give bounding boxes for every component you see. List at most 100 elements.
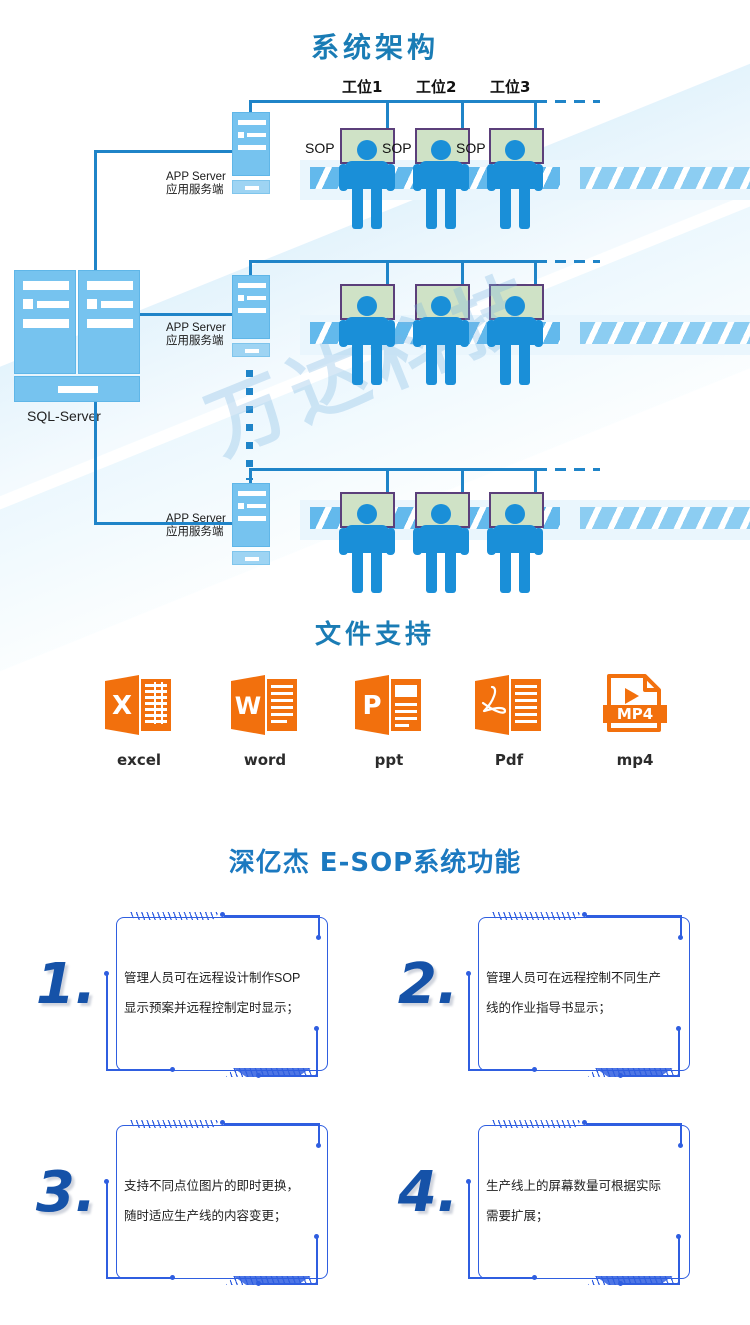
app-server-row1-label: APP Server 应用服务端 — [166, 171, 246, 197]
row3-drop-3 — [534, 468, 537, 496]
powerpoint-icon: P — [314, 665, 464, 745]
svg-text:X: X — [112, 691, 132, 721]
sql-server-tower-right — [78, 270, 140, 374]
conveyor-belt-row3-ext — [580, 507, 750, 529]
row1-drop-3 — [534, 100, 537, 128]
row3-drop-2 — [461, 468, 464, 496]
feature-card-3-line1: 支持不同点位图片的即时更换， — [124, 1179, 300, 1193]
excel-icon: X — [64, 665, 214, 745]
file-type-mp4-label: mp4 — [616, 751, 654, 769]
feature-card-4-line2: 需要扩展； — [486, 1209, 549, 1223]
worker-r1-1 — [339, 140, 395, 232]
page-title-functions: 深亿杰 E-SOP系统功能 — [228, 848, 522, 878]
feature-card-4-text: 生产线上的屏幕数量可根据实际 需要扩展； — [486, 1171, 686, 1231]
feature-card-4-number: 4. — [397, 1160, 459, 1225]
feature-card-1-frame — [104, 909, 336, 1081]
sql-server-tower-left — [14, 270, 76, 374]
feature-card-1-line2: 显示预案并远程控制定时显示； — [124, 1001, 300, 1015]
feature-card-4-frame — [466, 1117, 698, 1289]
file-type-pdf: Pdf — [434, 665, 584, 769]
sql-server-label: SQL-Server — [27, 408, 101, 424]
feature-card-1: 1. 管理人员可在远程设计制作SOP 显示预案并远程控制定时显示； — [28, 905, 338, 1090]
file-type-word: W word — [190, 665, 340, 769]
sop-label-1: SOP — [305, 140, 335, 156]
row1-bus-dashed — [536, 100, 600, 103]
architecture-diagram: 万达科技 SQL-Server — [0, 50, 750, 695]
file-support-list: X excel W — [0, 665, 750, 815]
word-icon: W — [190, 665, 340, 745]
app-server-row2-label-cn: 应用服务端 — [166, 335, 224, 347]
row1-drop-2 — [461, 100, 464, 128]
feature-card-2-line2: 线的作业指导书显示； — [486, 1001, 612, 1015]
app-server-row2-label: APP Server 应用服务端 — [166, 322, 246, 348]
mp4-icon: MP4 — [560, 665, 710, 745]
sop-label-2: SOP — [382, 140, 412, 156]
feature-card-4: 4. 生产线上的屏幕数量可根据实际 需要扩展； — [390, 1113, 700, 1298]
file-type-excel: X excel — [64, 665, 214, 769]
row2-drop-3 — [534, 260, 537, 288]
feature-card-4-line1: 生产线上的屏幕数量可根据实际 — [486, 1179, 662, 1193]
file-type-mp4: MP4 mp4 — [560, 665, 710, 769]
station-label-3: 工位3 — [490, 78, 531, 96]
feature-card-2-number: 2. — [397, 952, 459, 1017]
page-title-file-support: 文件支持 — [314, 620, 435, 650]
feature-card-1-text: 管理人员可在远程设计制作SOP 显示预案并远程控制定时显示； — [124, 963, 324, 1023]
svg-text:MP4: MP4 — [617, 705, 653, 723]
conveyor-belt-row1-ext — [580, 167, 750, 189]
sop-label-3: SOP — [456, 140, 486, 156]
station-label-2: 工位2 — [416, 78, 457, 96]
app-server-row3-label-cn: 应用服务端 — [166, 526, 224, 538]
link-db-row3 — [94, 522, 234, 525]
app-server-row1-label-en: APP Server — [166, 171, 226, 183]
feature-card-3: 3. 支持不同点位图片的即时更换， 随时适应生产线的内容变更； — [28, 1113, 338, 1298]
file-type-word-label: word — [243, 751, 287, 769]
feature-card-3-text: 支持不同点位图片的即时更换， 随时适应生产线的内容变更； — [124, 1171, 324, 1231]
link-db-down — [94, 400, 97, 522]
row3-bus-dashed — [536, 468, 600, 471]
file-type-ppt: P ppt — [314, 665, 464, 769]
link-db-row1 — [94, 150, 234, 153]
row3-server-riser — [249, 468, 252, 490]
feature-card-3-number: 3. — [35, 1160, 97, 1225]
feature-card-3-line2: 随时适应生产线的内容变更； — [124, 1209, 287, 1223]
row1-drop-1 — [386, 100, 389, 128]
row2-bus-dashed — [536, 260, 600, 263]
conveyor-belt-row2-ext — [580, 322, 750, 344]
file-type-ppt-label: ppt — [374, 751, 404, 769]
feature-card-2-line1: 管理人员可在远程控制不同生产 — [486, 971, 662, 985]
row1-bus — [249, 100, 536, 103]
worker-r2-3 — [487, 296, 543, 388]
file-type-pdf-label: Pdf — [494, 751, 524, 769]
worker-r1-2 — [413, 140, 469, 232]
svg-text:W: W — [235, 692, 261, 720]
row2-bus — [249, 260, 536, 263]
worker-r3-3 — [487, 504, 543, 596]
app-server-row1-label-cn: 应用服务端 — [166, 184, 224, 196]
sql-server-base — [14, 376, 140, 402]
svg-text:P: P — [362, 691, 381, 721]
feature-card-3-frame — [104, 1117, 336, 1289]
pdf-icon — [434, 665, 584, 745]
feature-card-2-frame — [466, 909, 698, 1081]
row2-server-riser — [249, 260, 252, 282]
row2-row3-dotted-link — [246, 370, 253, 480]
feature-card-1-line1: 管理人员可在远程设计制作SOP — [124, 971, 301, 985]
row2-drop-1 — [386, 260, 389, 288]
row2-drop-2 — [461, 260, 464, 288]
feature-card-grid: 1. 管理人员可在远程设计制作SOP 显示预案并远程控制定时显示； 2. — [0, 905, 750, 1315]
sql-server-node — [14, 270, 184, 402]
station-label-1: 工位1 — [342, 78, 383, 96]
row3-drop-1 — [386, 468, 389, 496]
link-db-row2 — [126, 313, 234, 316]
row3-bus — [249, 468, 536, 471]
worker-r3-2 — [413, 504, 469, 596]
app-server-row2-label-en: APP Server — [166, 322, 226, 334]
worker-r2-2 — [413, 296, 469, 388]
link-db-up — [94, 150, 97, 272]
feature-card-2-text: 管理人员可在远程控制不同生产 线的作业指导书显示； — [486, 963, 686, 1023]
sop-screen-r2-1 — [340, 284, 395, 320]
file-type-excel-label: excel — [116, 751, 162, 769]
feature-card-2: 2. 管理人员可在远程控制不同生产 线的作业指导书显示； — [390, 905, 700, 1090]
worker-r2-1 — [339, 296, 395, 388]
worker-r3-1 — [339, 504, 395, 596]
